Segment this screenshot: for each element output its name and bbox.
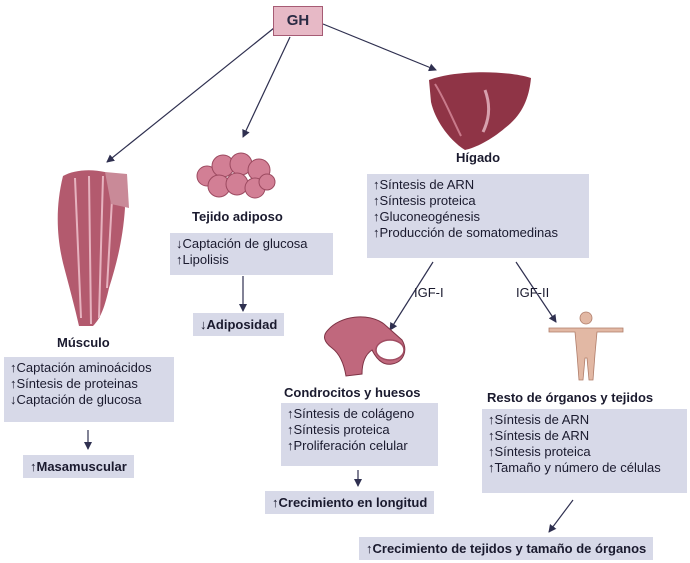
bone-effect: ↑Proliferación celular [287,438,408,453]
bone-illustration [324,316,406,377]
muscle-effect: ↑Síntesis de proteinas [10,376,138,391]
arrow-gh-liver [322,23,437,72]
bone-title: Condrocitos y huesos [284,385,421,400]
arrow-gh-adipose [242,36,291,138]
organs-effect: ↑Síntesis de ARN [488,428,590,443]
bone-result: ↑Crecimiento en longitud [265,491,435,514]
adipose-effect: ↑Lipolisis [176,252,229,267]
organs-effect: ↑Tamaño y número de células [488,460,661,475]
adipose-result: ↓Adiposidad [193,313,285,336]
bone-effects-box: ↑Síntesis de colágeno ↑Síntesis proteica… [281,403,438,466]
arrow-liver-organs [515,261,557,323]
gh-node: GH [273,6,323,36]
adipose-effect: ↓Captación de glucosa [176,236,308,251]
organs-effects-box: ↑Síntesis de ARN ↑Síntesis de ARN ↑Sínte… [482,409,687,493]
liver-effects-box: ↑Síntesis de ARN ↑Síntesis proteica ↑Glu… [367,174,589,258]
igf2-label: IGF-II [516,285,550,300]
body-illustration [548,311,624,381]
liver-title: Hígado [456,150,501,165]
igf1-label: IGF-I [414,285,444,300]
liver-effect: ↑Síntesis de ARN [373,177,475,192]
organs-effect: ↑Síntesis de ARN [488,412,590,427]
arrow-liver-bone [389,261,434,331]
organs-effect: ↑Síntesis proteica [488,444,591,459]
bone-effect: ↑Síntesis de colágeno [287,406,415,421]
muscle-title: Músculo [57,335,110,350]
muscle-result: ↑Masamuscular [23,455,134,478]
arrow-organs-result [548,499,574,533]
adipose-effects-box: ↓Captación de glucosa ↑Lipolisis [170,233,333,275]
muscle-effect: ↑Captación aminoácidos [10,360,152,375]
liver-effect: ↑Síntesis proteica [373,193,476,208]
muscle-illustration [57,170,129,326]
muscle-effect: ↓Captación de glucosa [10,392,142,407]
bone-effect: ↑Síntesis proteica [287,422,390,437]
organs-title: Resto de órganos y tejidos [487,390,654,405]
arrow-gh-muscle [106,27,275,163]
muscle-effects-box: ↑Captación aminoácidos ↑Síntesis de prot… [4,357,174,422]
adipose-illustration [196,152,276,199]
adipose-title: Tejido adiposo [192,209,283,224]
organs-result: ↑Crecimiento de tejidos y tamaño de órga… [359,537,654,560]
liver-illustration [429,72,531,150]
liver-effect: ↑Producción de somatomedinas [373,225,558,240]
liver-effect: ↑Gluconeogénesis [373,209,480,224]
